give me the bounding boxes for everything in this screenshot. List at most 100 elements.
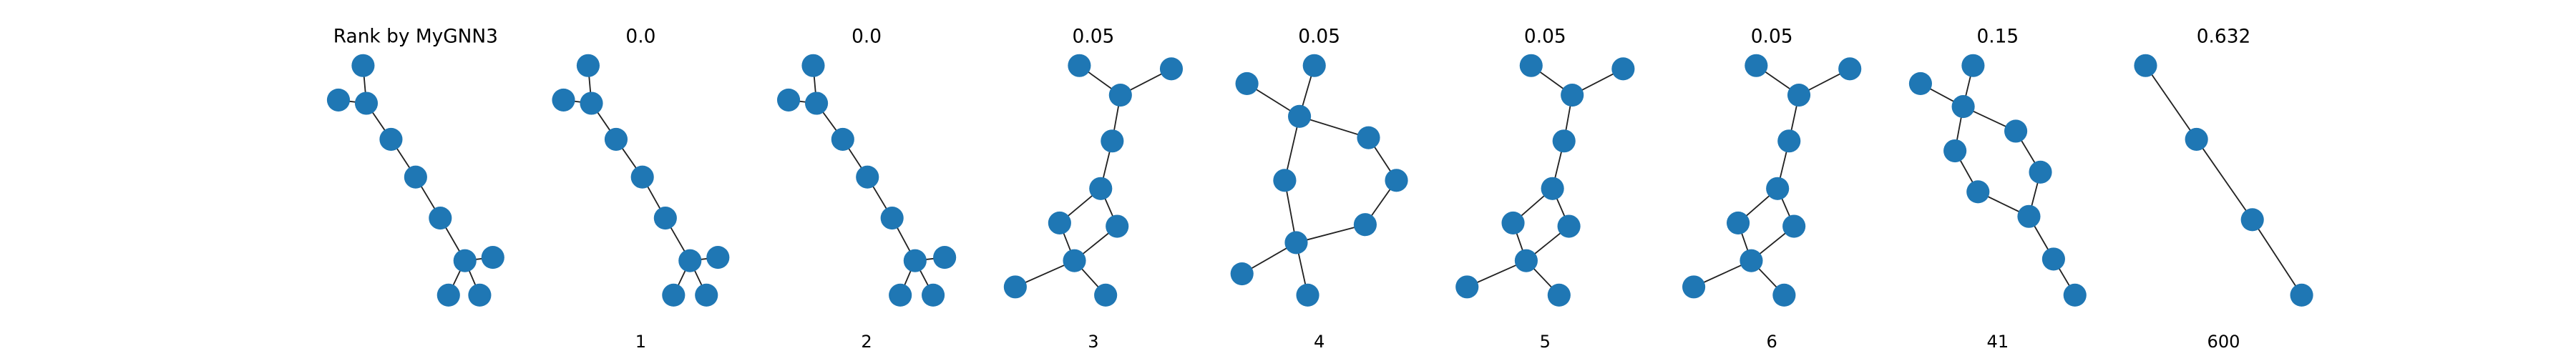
graph-node xyxy=(552,88,575,112)
graph-node xyxy=(1089,177,1113,200)
graph-node xyxy=(1159,57,1184,81)
graph-node xyxy=(1106,214,1129,238)
graph-node xyxy=(1766,177,1790,200)
graph-node xyxy=(1547,283,1571,307)
graph-node xyxy=(1611,57,1635,81)
graph-panel: 0.02 xyxy=(776,26,957,352)
graph-node xyxy=(805,92,829,115)
graph-node xyxy=(1357,126,1380,149)
graph-node xyxy=(1296,283,1319,307)
graph-node xyxy=(903,249,927,272)
graph-node xyxy=(2041,247,2065,271)
graph-node xyxy=(831,127,854,152)
panel-score: 0.05 xyxy=(1073,26,1115,48)
graph-panel: 0.05 3 xyxy=(1003,26,1184,352)
graph-panel: 0.054 xyxy=(1230,26,1408,352)
graph-node xyxy=(2240,208,2264,232)
graph-panel: 0.05 6 xyxy=(1682,26,1862,352)
graph-node xyxy=(429,206,452,230)
graph-node xyxy=(630,165,654,189)
graph-node xyxy=(933,246,957,269)
graph-node xyxy=(1908,71,1932,96)
panel-rank: 3 xyxy=(1088,332,1098,352)
graph-node xyxy=(1455,275,1479,299)
graph-node xyxy=(1519,54,1543,77)
panel-rank: 5 xyxy=(1540,332,1551,352)
graph-node xyxy=(354,92,379,115)
graph-node xyxy=(1068,54,1091,77)
graph-node xyxy=(1561,83,1584,107)
graph-node xyxy=(1557,214,1581,238)
graph-node xyxy=(2185,127,2208,152)
graph-node xyxy=(1094,283,1118,307)
graph-node xyxy=(1288,104,1312,128)
graph-node xyxy=(1787,83,1811,107)
graph-node xyxy=(576,54,600,77)
graph-node xyxy=(856,165,879,189)
graph-node xyxy=(695,283,718,307)
graph-edge xyxy=(2145,65,2197,140)
panel-rank: 4 xyxy=(1314,332,1324,352)
graph-node xyxy=(889,283,912,307)
graph-node xyxy=(706,246,730,269)
graph-node xyxy=(662,283,686,307)
graph-node xyxy=(2004,119,2028,143)
graph-node xyxy=(1552,129,1576,153)
panel-score: 0.632 xyxy=(2197,26,2251,48)
graph-node xyxy=(1777,129,1801,153)
panel-score: 0.0 xyxy=(625,26,655,48)
graph-panel xyxy=(326,54,504,307)
graph-edge xyxy=(1296,224,1366,244)
graph-edge xyxy=(2251,219,2303,296)
panel-header-label: Rank by MyGNN3 xyxy=(333,26,498,48)
graph-node xyxy=(1772,283,1796,307)
graph-edge xyxy=(2195,139,2253,220)
panel-rank: 6 xyxy=(1766,332,1777,352)
graph-node xyxy=(1961,54,1985,77)
graph-node xyxy=(351,54,375,77)
panel-score: 0.15 xyxy=(1976,26,2019,48)
graph-node xyxy=(2063,283,2087,307)
graph-node xyxy=(1682,275,1706,299)
graph-node xyxy=(922,283,945,307)
graph-node xyxy=(1273,169,1297,192)
graph-node xyxy=(1501,211,1525,234)
graph-node xyxy=(1230,262,1254,286)
graph-node xyxy=(2134,54,2157,77)
panel-score: 0.0 xyxy=(852,26,882,48)
graph-node xyxy=(801,54,825,77)
graph-node xyxy=(1048,211,1071,234)
graph-node xyxy=(468,283,492,307)
graph-node xyxy=(1951,95,1975,119)
graph-node xyxy=(1740,249,1763,272)
graph-panel: 0.01 xyxy=(552,26,730,352)
graph-node xyxy=(776,88,801,112)
graph-node xyxy=(580,92,603,115)
graph-node xyxy=(2017,204,2041,228)
graph-node xyxy=(1235,71,1259,96)
graph-node xyxy=(604,127,628,152)
graph-node xyxy=(1353,213,1377,237)
graph-node xyxy=(1838,57,1862,81)
graph-node xyxy=(1003,275,1027,299)
graph-node xyxy=(326,88,351,112)
graph-node xyxy=(1745,54,1768,77)
graph-node xyxy=(1108,83,1132,107)
graph-node xyxy=(1541,177,1564,200)
graph-node xyxy=(1943,139,1967,163)
graph-node xyxy=(678,249,702,272)
graph-edge xyxy=(1299,115,1369,139)
graph-node xyxy=(2029,160,2052,184)
panel-score: 0.05 xyxy=(1524,26,1566,48)
panel-score: 0.05 xyxy=(1751,26,1793,48)
graph-node xyxy=(2290,283,2313,307)
graph-node xyxy=(1284,231,1308,254)
graph-panel: 0.05 5 xyxy=(1455,26,1635,352)
graph-node xyxy=(481,246,504,269)
graph-node xyxy=(1385,169,1408,192)
graph-node xyxy=(379,127,403,152)
graph-node xyxy=(1727,211,1750,234)
graph-node xyxy=(1101,129,1124,153)
